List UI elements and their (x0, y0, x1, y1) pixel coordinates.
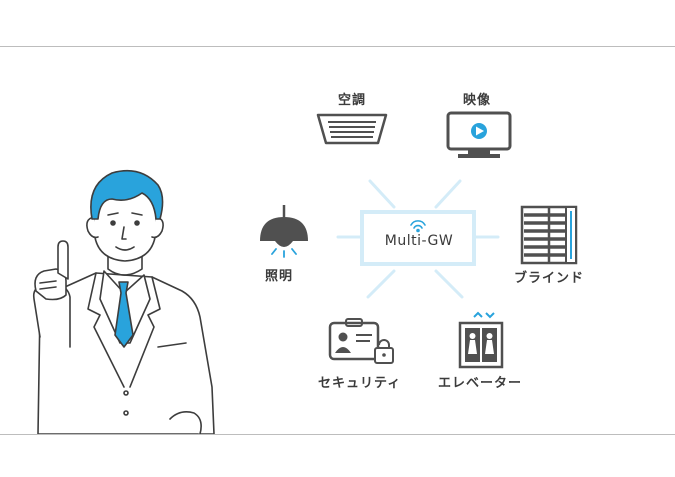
label-video: 映像 (463, 93, 492, 108)
label-aircon: 空調 (338, 93, 367, 108)
diagram-canvas (32, 111, 578, 434)
elevator-icon (458, 311, 504, 369)
person-pointing-illustration (32, 169, 215, 434)
multi-gw-hub (360, 210, 476, 266)
monitor-play-icon (446, 111, 512, 158)
multi-gw-label: Multi-GW (384, 233, 454, 249)
label-blinds: ブラインド (514, 271, 585, 286)
blinds-icon (520, 205, 578, 265)
label-lighting: 照明 (265, 269, 294, 284)
ceiling-aircon-icon (316, 113, 388, 145)
diagram-frame: 空調 映像 照明 ブラインド セキュリティ エレベーター Multi-GW (0, 46, 675, 435)
label-elevator: エレベーター (438, 376, 523, 391)
ceiling-lamp-icon (260, 205, 308, 258)
wifi-icon (410, 220, 426, 233)
connection-rays (336, 179, 500, 299)
id-card-lock-icon (328, 318, 394, 364)
label-security: セキュリティ (318, 376, 402, 391)
